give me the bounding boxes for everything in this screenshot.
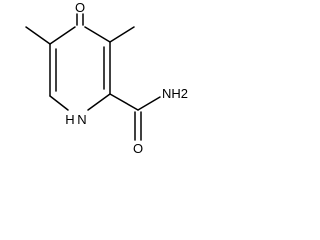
bond-c5-methyl bbox=[25, 26, 51, 45]
bond-c2-camide bbox=[109, 93, 139, 111]
bonds bbox=[25, 13, 161, 141]
bond-camide-n bbox=[137, 96, 161, 111]
amide-nitrogen-label: NH2 bbox=[162, 86, 188, 101]
ketone-oxygen-label: O bbox=[75, 0, 85, 15]
bond-c4-c3 bbox=[84, 26, 111, 43]
bond-c3-methyl bbox=[109, 26, 135, 43]
bond-n1-c6 bbox=[49, 95, 69, 111]
amide-oxygen-label: O bbox=[133, 141, 143, 156]
bond-c5-c4 bbox=[49, 26, 76, 45]
bond-c2-n1 bbox=[87, 93, 111, 111]
